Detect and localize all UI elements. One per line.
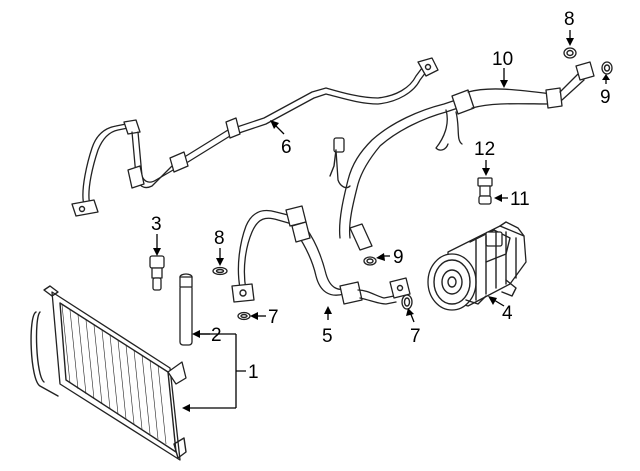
suction-hose: [329, 61, 595, 251]
callout-7-right: 7: [410, 326, 421, 347]
callout-4: 4: [502, 303, 513, 324]
condenser: [30, 285, 187, 461]
pressure-valve: [477, 177, 493, 205]
callout-8-top: 8: [564, 9, 575, 30]
o-ring-9-mid: [363, 256, 377, 266]
callout-6: 6: [281, 137, 292, 158]
o-ring-8-left: [212, 266, 228, 276]
callout-5: 5: [322, 326, 333, 347]
callout-labels: 1 2 3 4 5 6 7 7 8 8 9 9 10 11 12: [151, 9, 611, 383]
o-ring-8-top: [563, 47, 577, 59]
callout-8-left: 8: [214, 228, 225, 249]
discharge-hose: [231, 205, 411, 305]
callout-7-left: 7: [268, 307, 279, 328]
callout-2: 2: [211, 325, 222, 346]
compressor: [427, 221, 527, 311]
callout-11: 11: [510, 189, 530, 210]
callout-9-mid: 9: [393, 247, 404, 268]
o-ring-9-top: [601, 61, 613, 75]
leader-lines: [153, 30, 610, 412]
callout-9-top: 9: [600, 87, 611, 108]
pressure-switch: [149, 255, 165, 291]
o-ring-7-right: [401, 294, 413, 310]
receiver-drier: [179, 273, 193, 346]
o-ring-7-left: [237, 311, 251, 321]
callout-12: 12: [474, 139, 495, 160]
liquid-line: [71, 57, 439, 217]
callout-1: 1: [248, 362, 259, 383]
callout-10: 10: [492, 49, 513, 70]
callout-3: 3: [151, 214, 162, 235]
